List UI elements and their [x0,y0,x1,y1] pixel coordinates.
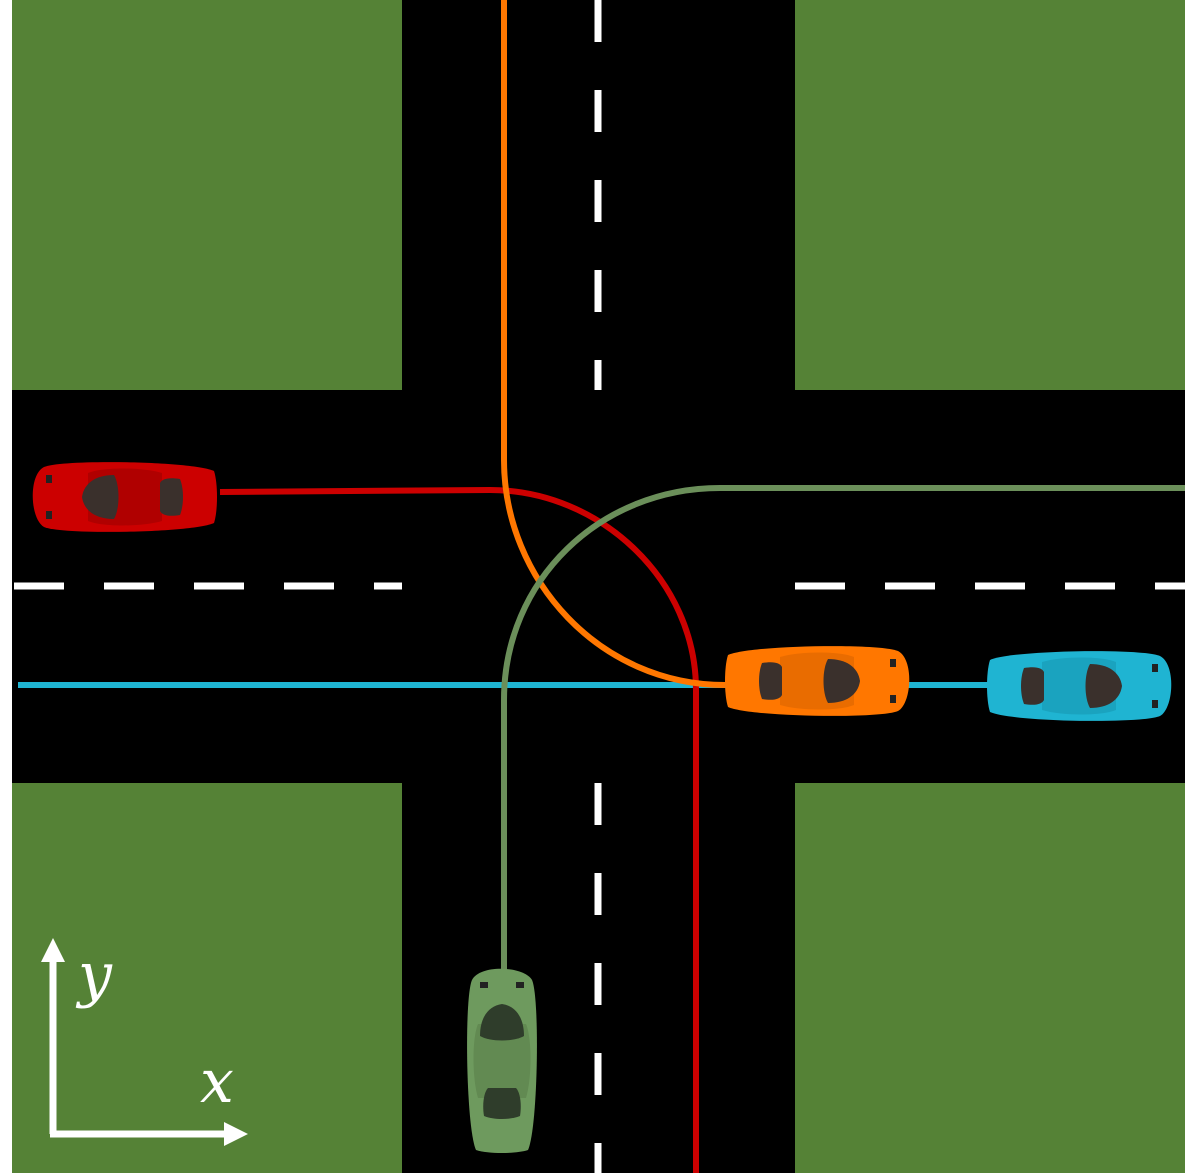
grass-bottom-right [795,783,1185,1173]
green-trajectory [501,485,1185,970]
cyan-car [987,651,1172,721]
orange-car-rear-window [759,662,782,700]
x-axis-arrow-head [224,1122,248,1146]
grass-bottom-left [12,783,402,1173]
orange-trajectory [501,0,726,688]
green-car [467,968,537,1153]
red-car [32,462,217,532]
lane-markings [14,0,1185,1173]
y-axis-label: y [75,940,113,1010]
grass-top-left [12,0,402,390]
red-car-windshield [82,475,119,519]
y-axis-arrow-head [41,938,65,962]
grass-top-right [795,0,1185,390]
axis-indicator [41,938,248,1146]
green-car-windshield [480,1004,524,1041]
red-car-rear-window [160,478,183,516]
orange-car [725,646,910,716]
red-trajectory [219,486,699,1173]
cyan-car-rear-window [1021,667,1044,705]
orange-car-windshield [823,659,860,703]
green-car-rear-window [483,1088,521,1119]
cyan-car-windshield [1085,664,1122,708]
x-axis-label: x [200,1047,234,1117]
